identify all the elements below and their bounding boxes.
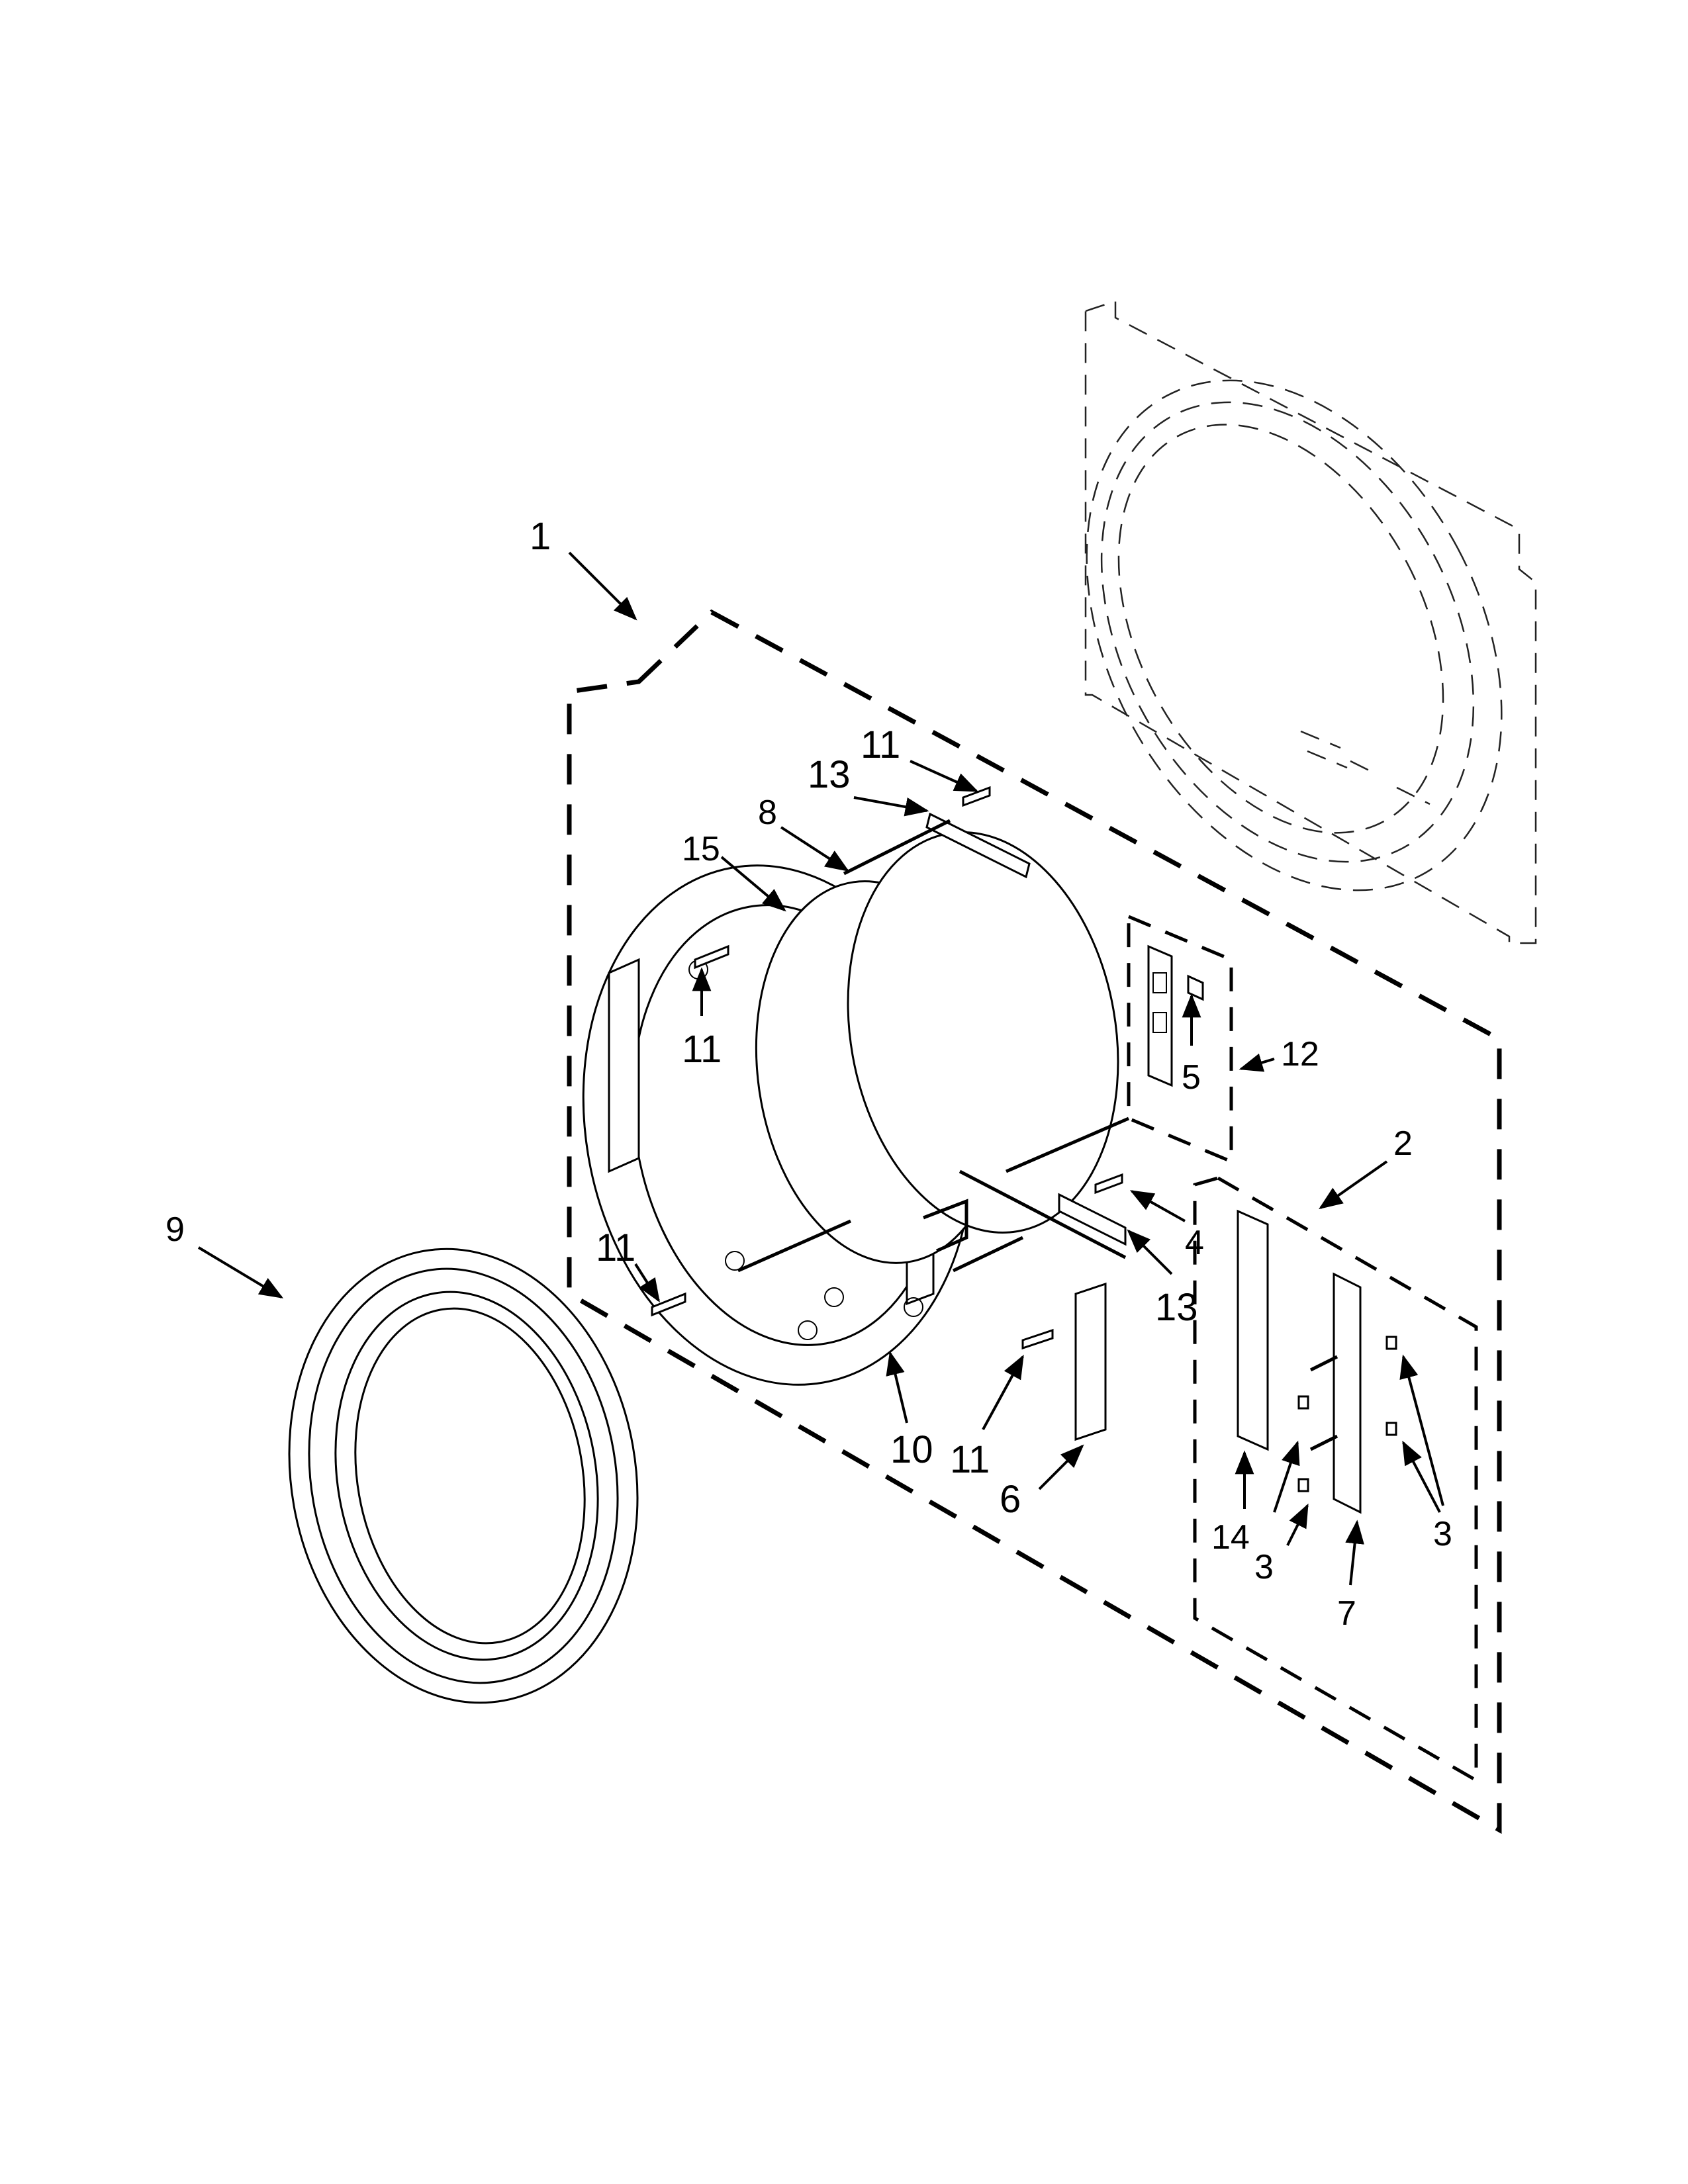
top-hinge-strip: [925, 812, 1031, 879]
callout-14: 14: [1211, 1518, 1250, 1557]
assembly-2-outline: [1193, 1176, 1478, 1784]
callout-labels: 1 2 3 3 4 5 6 7 8 9 10 11 11 11 11 12 13…: [165, 515, 1452, 1633]
callout-12: 12: [1281, 1035, 1319, 1073]
callout-2: 2: [1393, 1124, 1413, 1163]
assembly-1-outline: [567, 609, 1502, 1835]
callout-3-right: 3: [1433, 1515, 1452, 1553]
assembly-12-outline: [1127, 914, 1233, 1164]
callout-10: 10: [890, 1428, 933, 1471]
callout-13-top: 13: [808, 753, 851, 796]
door-hinge: [1333, 1272, 1362, 1514]
callout-11-rim: 11: [682, 1028, 722, 1071]
callout-3-left: 3: [1254, 1548, 1274, 1586]
outer-door: [288, 1248, 639, 1704]
callout-7: 7: [1337, 1594, 1356, 1633]
lower-hinge-bracket: [1058, 1193, 1127, 1246]
screws: [651, 786, 1123, 1350]
callout-11-left: 11: [596, 1226, 635, 1269]
connection-lines: [737, 819, 1338, 1451]
callout-5: 5: [1182, 1058, 1201, 1097]
callout-1: 1: [530, 515, 551, 558]
hinge-bushings: [1297, 1336, 1397, 1492]
callout-4: 4: [1185, 1224, 1204, 1262]
hinge-cover: [1074, 1282, 1107, 1441]
callout-11-lower: 11: [950, 1438, 990, 1481]
cabinet-front-panel: [1084, 300, 1537, 944]
callout-13-lower: 13: [1155, 1286, 1198, 1329]
callout-6: 6: [1000, 1478, 1021, 1521]
callout-9: 9: [165, 1210, 185, 1249]
callout-11-top: 11: [861, 723, 900, 766]
callout-15: 15: [682, 830, 720, 868]
leader-arrows: [197, 551, 1444, 1586]
hinge-plate: [1237, 1209, 1269, 1451]
callout-8: 8: [758, 794, 777, 832]
door-switch-bracket: [1147, 944, 1204, 1087]
